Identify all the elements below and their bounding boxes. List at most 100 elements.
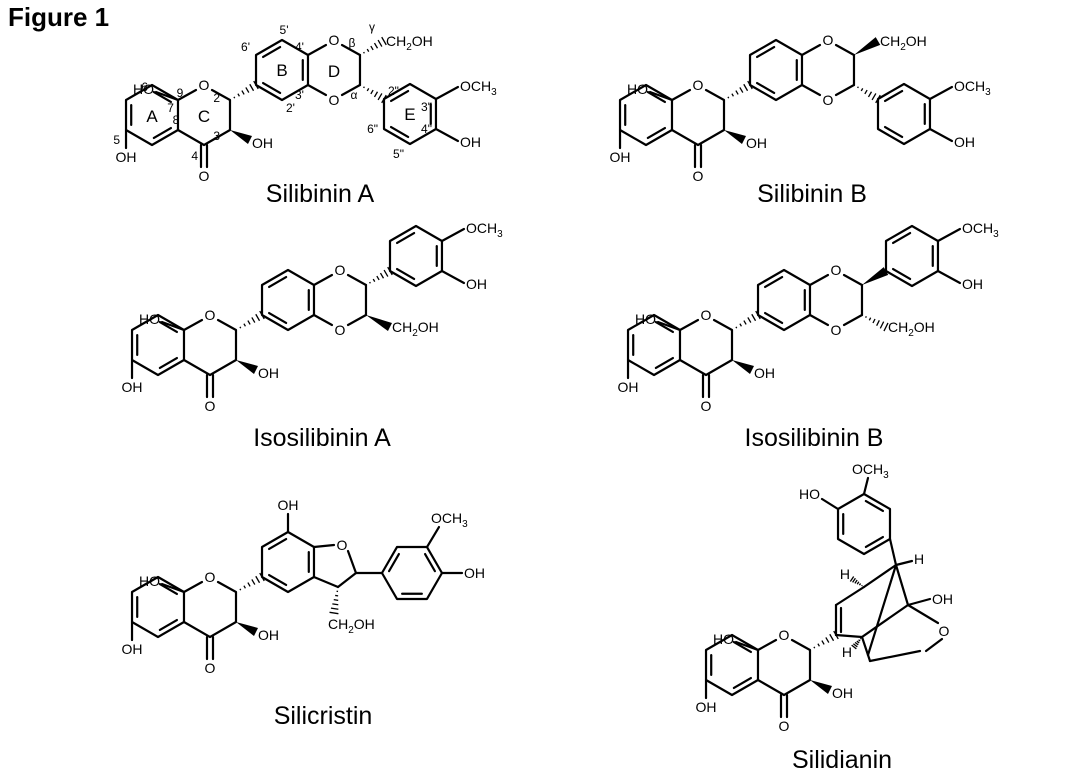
ring-oxygen-label: O xyxy=(939,623,950,639)
ring-letter: B xyxy=(276,61,287,80)
hydrogen-label: H xyxy=(840,566,850,582)
hash-bond xyxy=(864,89,868,95)
atom-number: 2' xyxy=(286,101,295,115)
wedge-bond xyxy=(236,360,259,375)
compound-name: Silidianin xyxy=(792,746,892,774)
bond xyxy=(336,571,358,589)
bond xyxy=(876,82,932,146)
ring-oxygen-label: O xyxy=(205,569,216,585)
hash-bond xyxy=(852,577,856,583)
hydroxyl-label: OH xyxy=(696,699,717,715)
hash-bond xyxy=(876,320,880,326)
atom-number: 2 xyxy=(213,91,220,105)
bond xyxy=(267,311,288,325)
carbonyl-oxygen-label: O xyxy=(205,398,216,414)
wedge-bond xyxy=(365,315,392,332)
hash-bond xyxy=(856,640,860,644)
wedge-bond xyxy=(236,622,259,637)
hash-bond xyxy=(727,96,730,99)
bond xyxy=(158,618,179,632)
bond xyxy=(748,38,804,102)
hydroxyl-label: OH xyxy=(466,276,487,292)
bond xyxy=(756,268,812,332)
hash-bond xyxy=(366,88,370,92)
methoxy-label: OCH3 xyxy=(954,78,991,98)
hash-bond xyxy=(330,607,339,610)
atom-number: 4" xyxy=(421,122,432,136)
bond xyxy=(434,127,460,143)
atom-number: 2" xyxy=(388,84,399,98)
hash-bond xyxy=(731,93,734,97)
hydroxyl-label: HO xyxy=(635,311,656,327)
hash-bond xyxy=(852,643,858,648)
bond xyxy=(906,603,940,625)
hydroxyl-label: OH xyxy=(832,685,853,701)
hash-bond xyxy=(363,86,365,89)
bond xyxy=(678,318,734,377)
bond xyxy=(261,81,282,95)
bond xyxy=(894,563,910,607)
bond xyxy=(261,45,282,59)
bond xyxy=(423,552,437,573)
bond xyxy=(891,231,912,245)
bond xyxy=(862,476,870,496)
bond xyxy=(267,275,288,289)
hash-bond xyxy=(370,89,374,95)
bond xyxy=(440,269,466,285)
hash-bond xyxy=(245,87,250,93)
hydrogen-label: H xyxy=(914,551,924,567)
methoxy-label: OCH3 xyxy=(962,220,999,240)
hash-bond xyxy=(372,278,376,282)
hash-bond xyxy=(249,83,255,92)
hash-bond xyxy=(373,42,379,49)
hash-bond xyxy=(366,48,370,52)
bond xyxy=(306,83,328,97)
wedge-bond xyxy=(732,360,755,375)
bond xyxy=(842,313,864,327)
bond xyxy=(340,83,362,97)
methoxy-label: OCH3 xyxy=(460,78,497,98)
hydroxyl-label: OH xyxy=(122,641,143,657)
bond xyxy=(389,125,410,139)
hash-bond xyxy=(860,88,864,92)
bond xyxy=(158,582,179,596)
bond xyxy=(182,580,238,639)
hash-bond xyxy=(751,313,757,322)
hash-bond xyxy=(865,316,867,318)
hydroxyl-label: OH xyxy=(460,134,481,150)
atom-number: 6" xyxy=(367,122,378,136)
bond xyxy=(312,543,336,549)
bond xyxy=(763,275,784,289)
bond xyxy=(154,90,180,102)
wedge-bond xyxy=(724,130,747,145)
bond xyxy=(763,311,784,325)
ring-oxygen-label: O xyxy=(693,77,704,93)
bond xyxy=(800,83,822,97)
hash-bond xyxy=(861,584,863,587)
hash-bond xyxy=(377,93,383,101)
wedge-bond xyxy=(230,130,253,145)
bond xyxy=(176,88,198,102)
bond xyxy=(836,492,892,556)
hash-bond xyxy=(255,313,261,322)
bond xyxy=(158,320,179,334)
ring-oxygen-label: O xyxy=(831,262,842,278)
compound-name: Isosilibinin A xyxy=(253,424,391,452)
bond xyxy=(388,224,444,288)
hash-bond xyxy=(825,637,830,643)
bond xyxy=(834,585,866,607)
hydroxyl-label: OH xyxy=(464,565,485,581)
hydroxyl-label: HO xyxy=(139,573,160,589)
bond xyxy=(267,537,288,551)
hydroxyl-label: OH xyxy=(746,135,767,151)
